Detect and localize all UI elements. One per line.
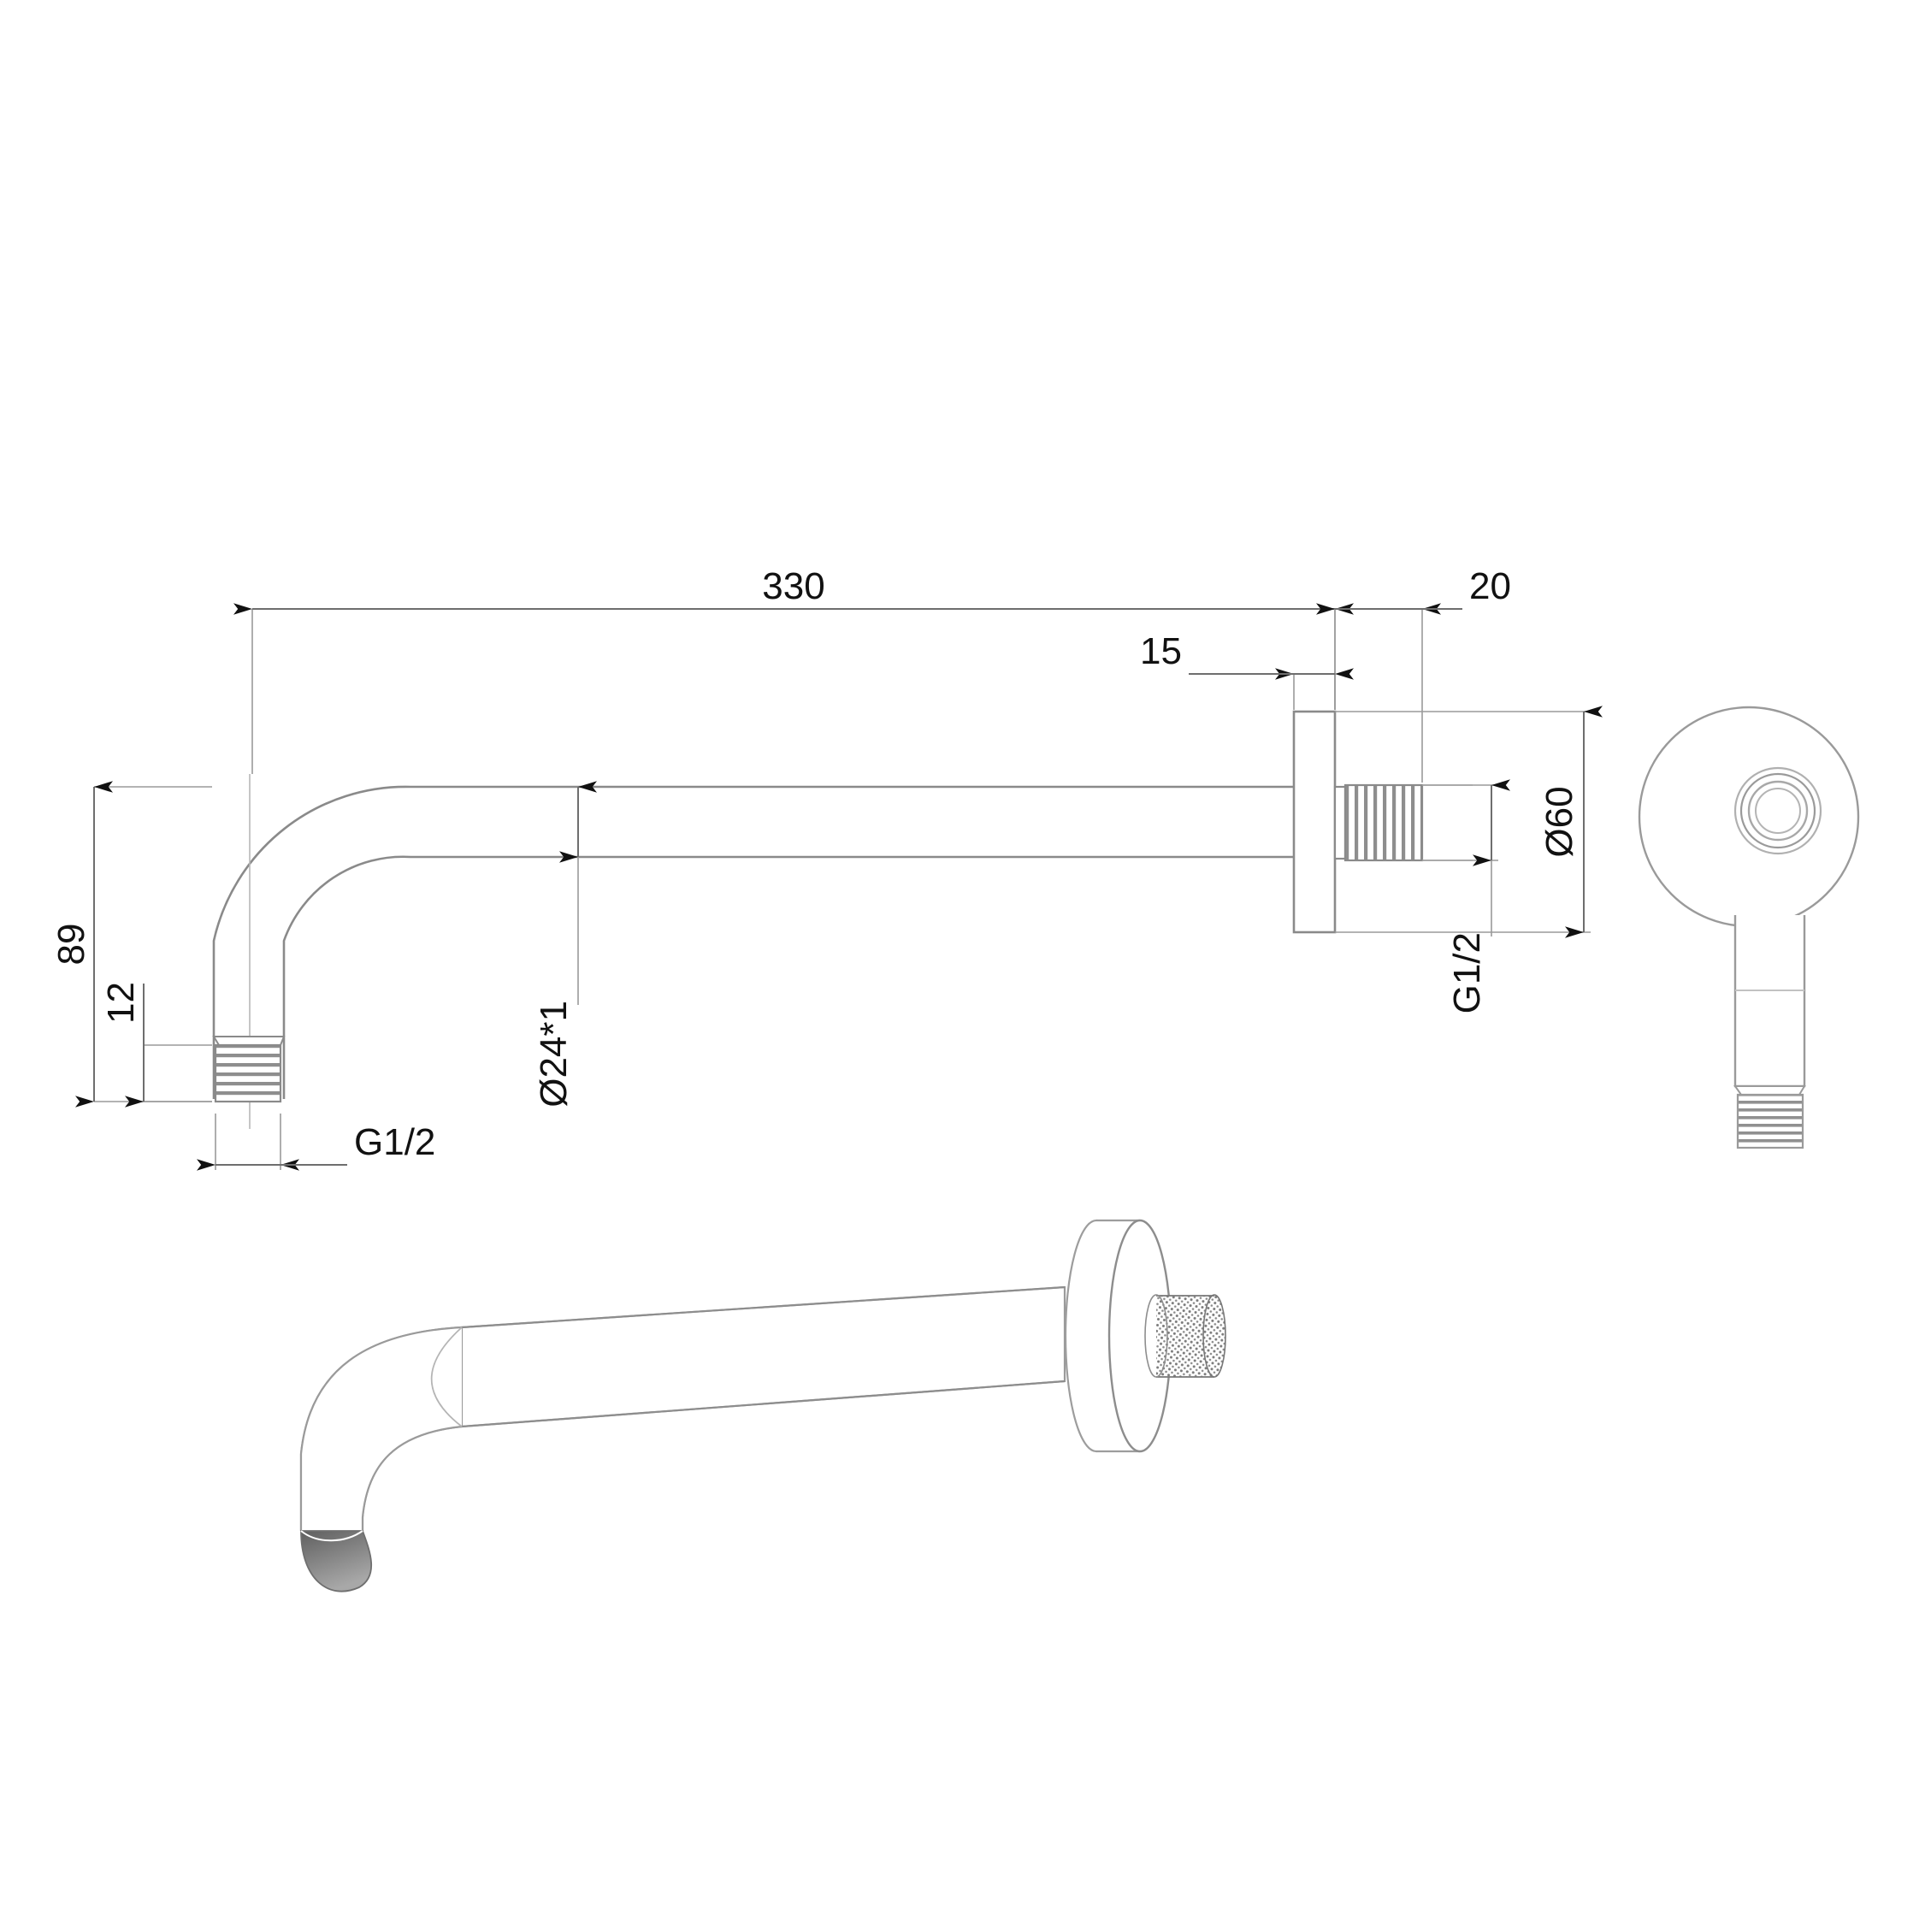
dim-wall-thread: G1/2	[1422, 779, 1510, 1013]
dim-wall-thread-label: G1/2	[1446, 932, 1488, 1013]
dimension-annotations: 330 20 15 89	[50, 565, 1603, 1171]
dim-12: 12	[100, 982, 212, 1108]
front-bore-ring-inner	[1747, 780, 1809, 842]
front-bore-hole	[1755, 788, 1801, 834]
arm-body-outline	[212, 785, 1294, 1099]
dim-15: 15	[1140, 630, 1354, 710]
wall-flange	[1292, 710, 1337, 934]
iso-tube-bottom-edge	[461, 1380, 1066, 1428]
iso-nozzle-tip-highlight	[300, 1530, 363, 1542]
dim-outlet-thread: G1/2	[197, 1114, 435, 1171]
dim-330-label: 330	[762, 565, 824, 607]
iso-nozzle-tip	[300, 1530, 372, 1592]
front-tube-body	[1733, 915, 1806, 1088]
isometric-view	[299, 1219, 1226, 1592]
iso-elbow-seam-2	[430, 1326, 463, 1427]
front-bore-ring-mid	[1739, 772, 1816, 849]
dim-outlet-thread-label: G1/2	[354, 1121, 435, 1163]
iso-tube-top-edge	[461, 1285, 1066, 1329]
outlet-thread	[212, 1036, 286, 1103]
iso-elbow-outer-2	[299, 1326, 463, 1531]
dim-12-label: 12	[100, 982, 142, 1024]
dim-20-label: 20	[1469, 565, 1511, 607]
iso-wall-thread	[1144, 1294, 1226, 1378]
dim-89: 89	[50, 781, 212, 1108]
dim-15-label: 15	[1140, 630, 1182, 672]
iso-elbow-fill	[301, 1327, 462, 1579]
dim-flange-diameter-label: Ø60	[1538, 786, 1580, 857]
dim-20: 20	[1316, 565, 1511, 783]
front-outlet-thread	[1733, 1085, 1806, 1149]
dim-flange-diameter: Ø60	[1335, 706, 1603, 938]
front-view	[1638, 706, 1860, 1149]
dim-tube-diameter: Ø24*1	[533, 781, 597, 1108]
dim-89-label: 89	[50, 924, 92, 966]
iso-elbow-inner-2	[361, 1425, 463, 1557]
dim-tube-diameter-label: Ø24*1	[533, 1001, 575, 1108]
front-bore-ring-outer	[1733, 766, 1822, 855]
